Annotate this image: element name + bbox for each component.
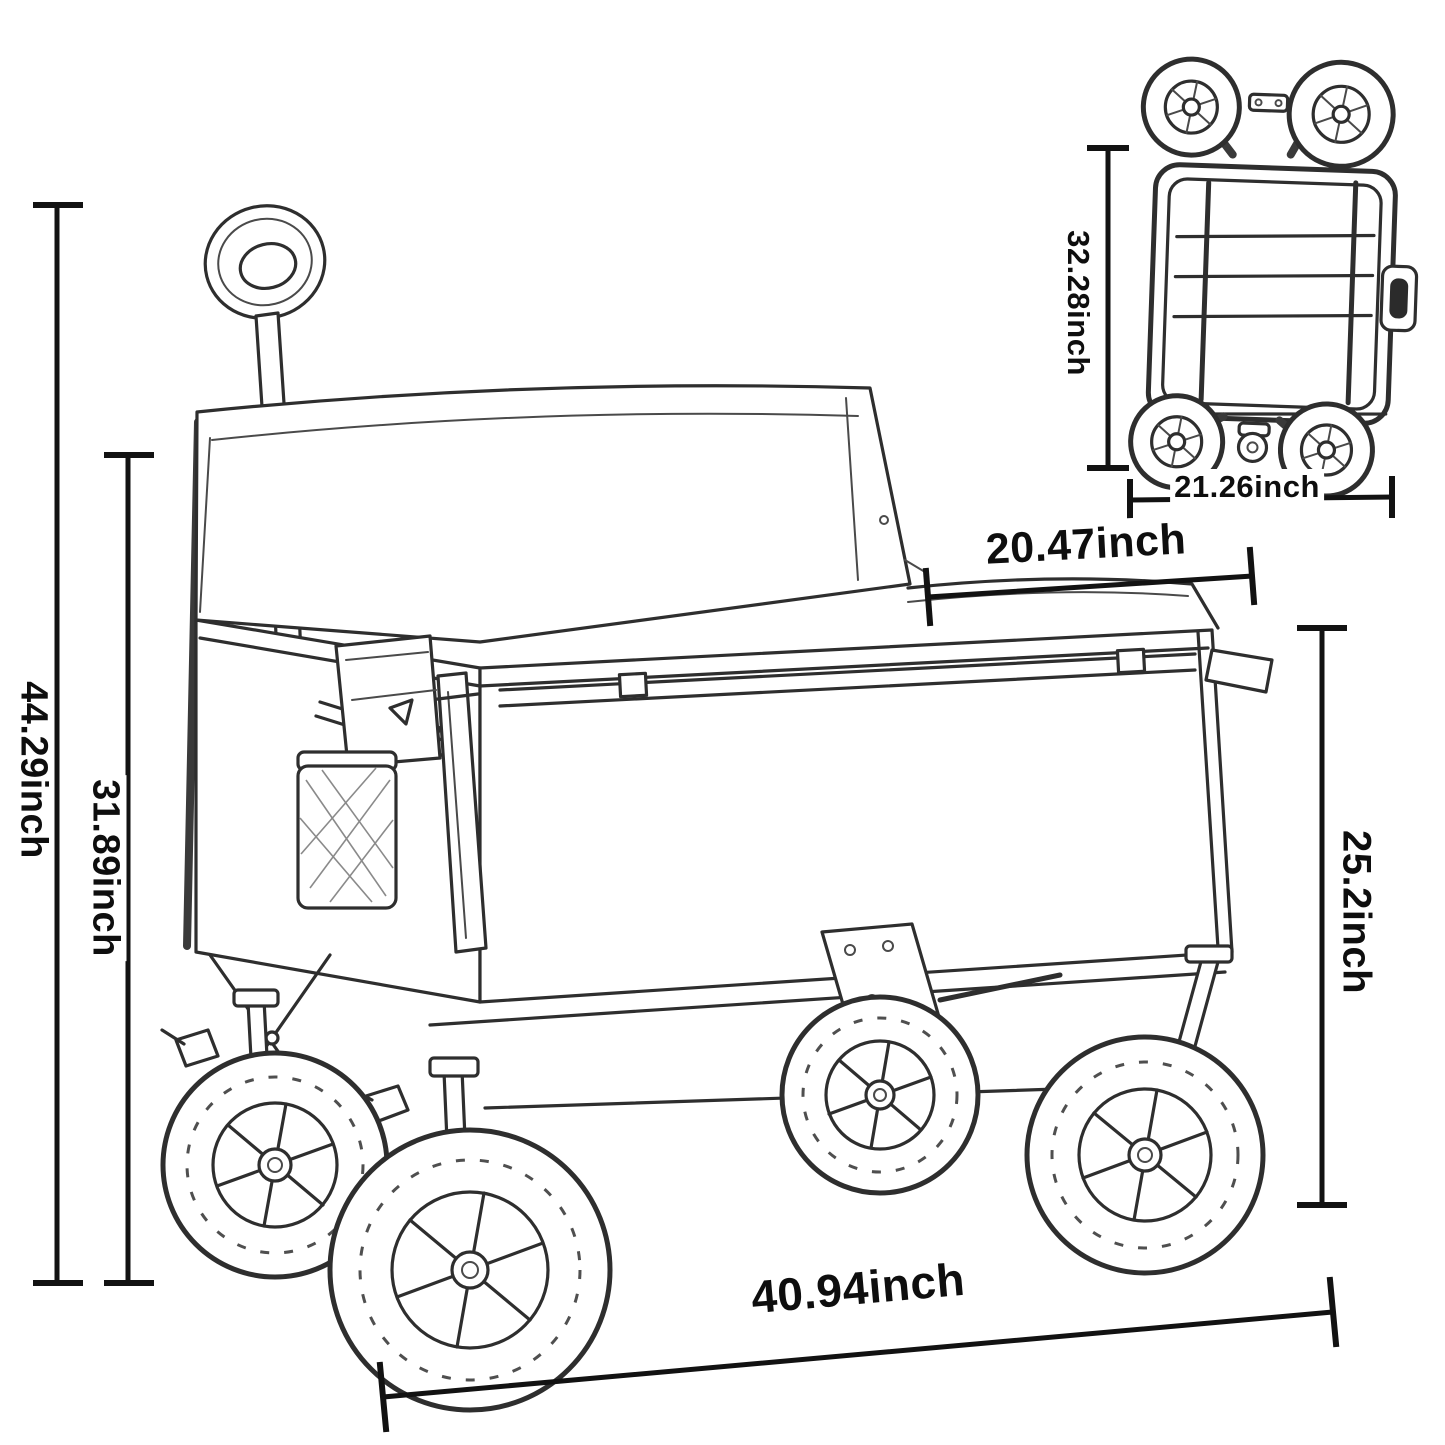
folded-wheel-bottom-left <box>1128 393 1226 491</box>
folded-wheel-top-left <box>1140 56 1242 158</box>
dim-line-rear-width <box>922 546 1258 627</box>
padded-grip-strap <box>436 671 488 954</box>
wheel-front-left <box>327 1127 613 1413</box>
dim-line-bed-height <box>1297 625 1347 1208</box>
folded-wheel-top-right <box>1286 59 1396 169</box>
dim-label-total-height: 44.29inch <box>11 677 55 863</box>
dim-label-folded-width: 21.26inch <box>1170 469 1324 505</box>
wagon-folded-sketch <box>1128 56 1419 499</box>
dim-label-body-height: 31.89inch <box>83 775 127 961</box>
folded-frame-outer <box>1145 162 1398 426</box>
dim-line-total-height <box>33 202 83 1286</box>
wheel-rear-left <box>160 1050 390 1280</box>
brake-lever-rear <box>174 1028 220 1068</box>
fabric-flap <box>334 634 442 768</box>
strap-tail <box>1204 648 1274 694</box>
wheel-rear-center <box>779 994 981 1196</box>
dimension-lines <box>33 145 1395 1433</box>
dim-line-folded-length <box>1087 145 1129 471</box>
wagon-main-sketch <box>160 204 1274 1413</box>
dim-line-body-height <box>104 452 154 1286</box>
backrest-panel <box>194 384 926 644</box>
dim-line-overall-length <box>376 1276 1340 1433</box>
folded-frame-inner <box>1161 177 1383 411</box>
wheel-rear-right <box>1024 1034 1266 1276</box>
dim-label-bed-height: 25.2inch <box>1333 825 1379 999</box>
side-pocket <box>296 634 442 910</box>
dim-label-folded-length: 32.28inch <box>1060 226 1096 380</box>
